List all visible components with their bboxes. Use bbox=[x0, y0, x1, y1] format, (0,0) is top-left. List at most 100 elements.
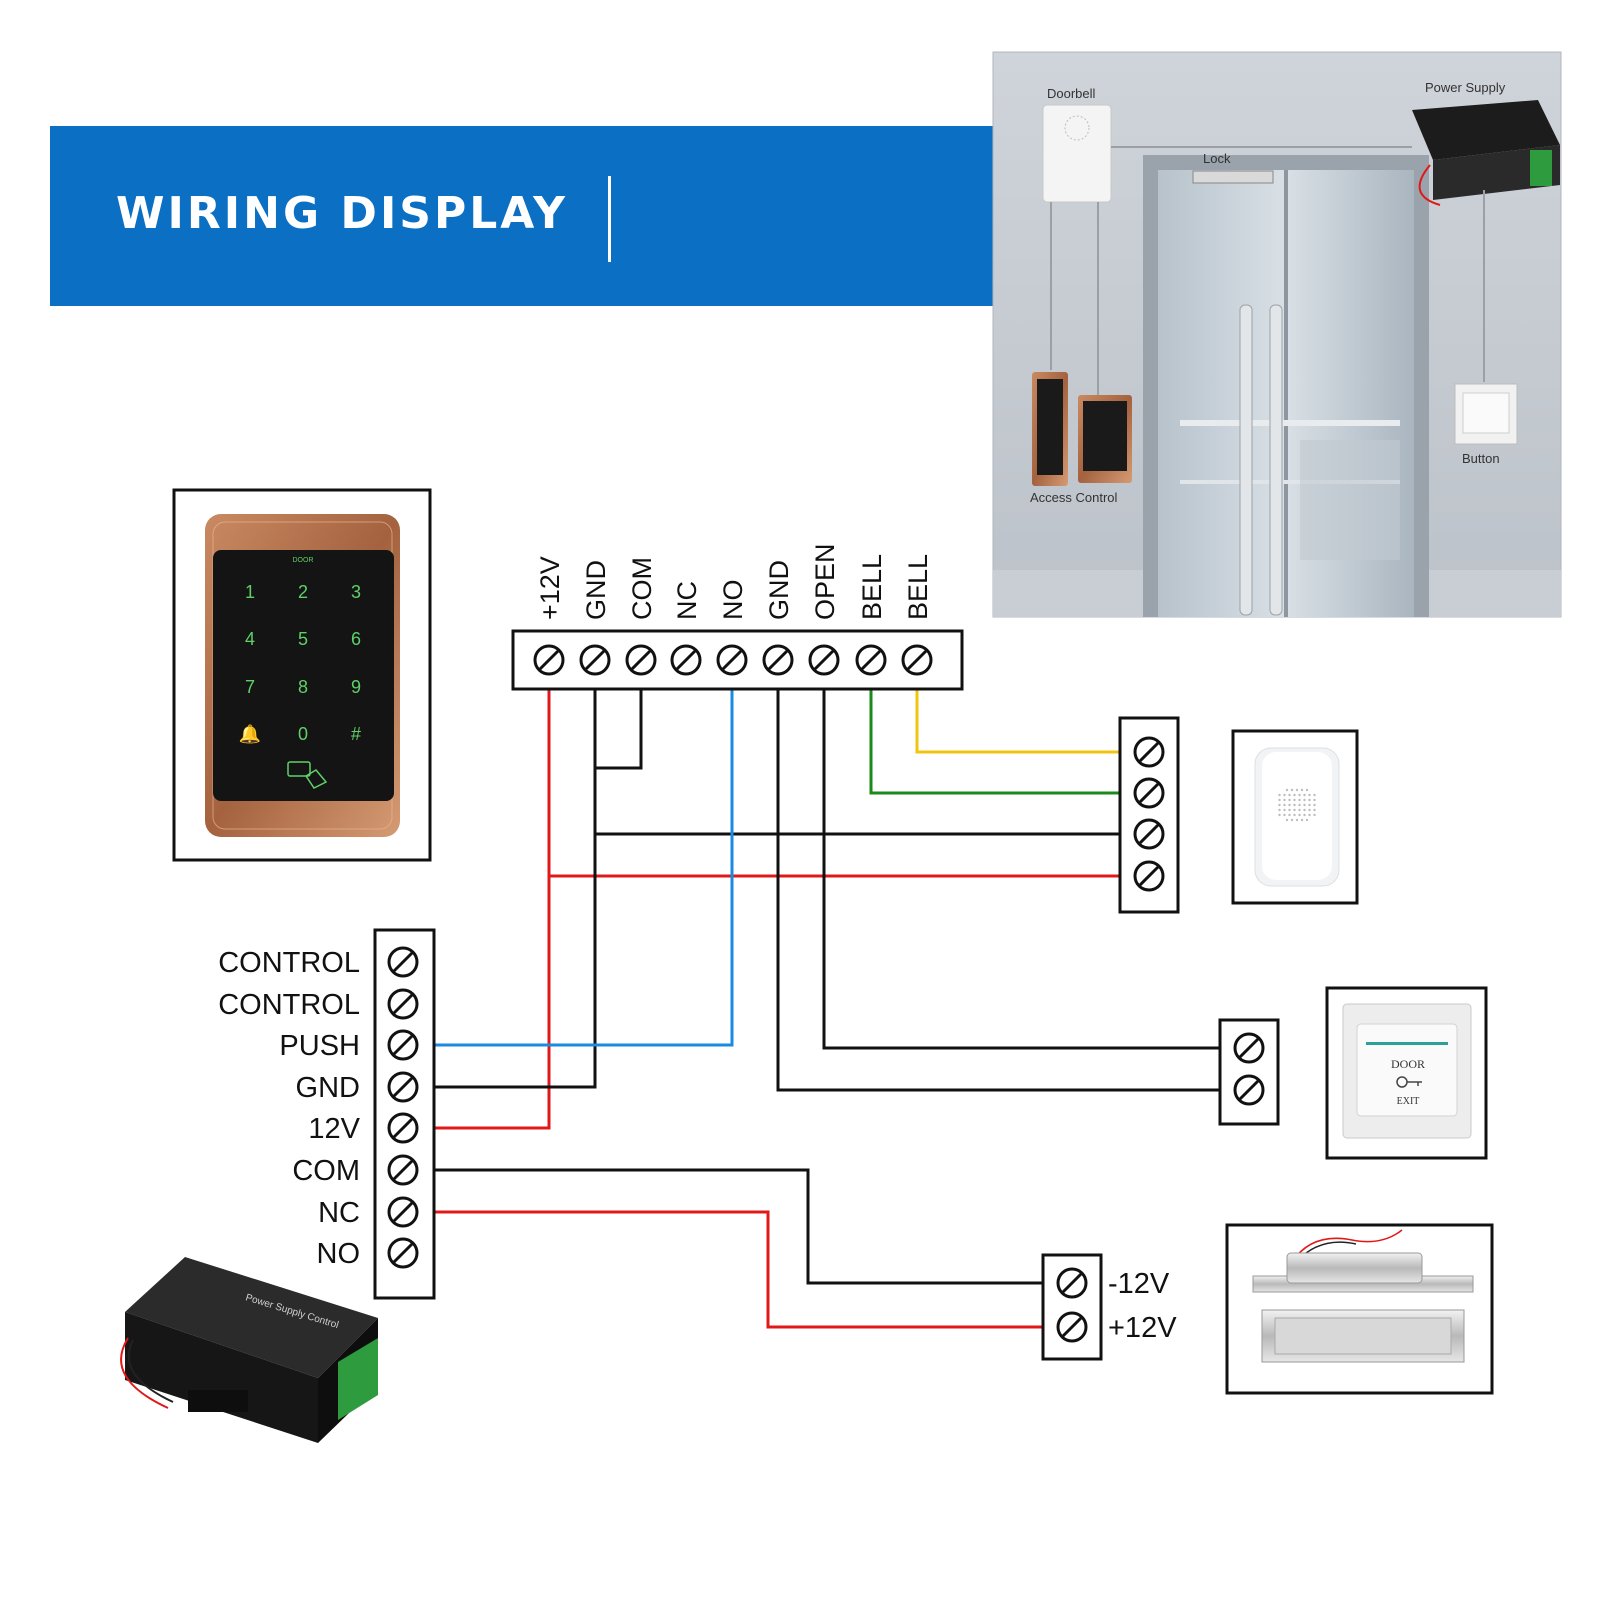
wire-12v-bell bbox=[547, 689, 1120, 878]
wires bbox=[434, 689, 1220, 1329]
top-screw-icon bbox=[579, 644, 611, 676]
lock-screw-icon bbox=[1056, 1311, 1088, 1343]
wire-gnd-power bbox=[434, 689, 597, 1089]
keypad-key: # bbox=[351, 724, 361, 744]
top-screw-icon bbox=[716, 644, 748, 676]
button-photo-label: Button bbox=[1462, 451, 1500, 466]
wire-nc-lock bbox=[434, 1210, 1043, 1329]
top-screw-icon bbox=[670, 644, 702, 676]
speaker-grille-icon bbox=[1278, 788, 1316, 822]
power-screw-icon bbox=[387, 1196, 419, 1228]
wire-com-gnd bbox=[595, 689, 643, 770]
card-reader-icon bbox=[287, 761, 328, 789]
wire-gnd-exit bbox=[776, 689, 1220, 1092]
exit-button-door-text: DOOR bbox=[1391, 1057, 1425, 1071]
power-supply-photo-label: Power Supply bbox=[1425, 80, 1506, 95]
install-photo: Doorbell Power Supply Lock Access Contro… bbox=[992, 51, 1562, 618]
page-title: WIRING DISPLAY bbox=[116, 188, 568, 239]
keypad-key: 9 bbox=[351, 677, 361, 697]
header-banner: WIRING DISPLAY bbox=[50, 126, 1000, 306]
top-terminal-label: GND bbox=[764, 560, 794, 620]
access-control-photo-icon bbox=[1032, 372, 1132, 486]
exit-terminal-block bbox=[1218, 1018, 1280, 1126]
access-control-photo-label: Access Control bbox=[1030, 490, 1118, 505]
lock-terminal-labels: -12V +12V bbox=[1108, 1268, 1177, 1344]
doorbell-terminal-block bbox=[1118, 716, 1180, 914]
power-terminal-label: NO bbox=[317, 1238, 361, 1270]
exit-screw-icon bbox=[1233, 1032, 1265, 1064]
doorbell-screw-icon bbox=[1133, 736, 1165, 768]
top-terminal-labels: +12V GND COM NC NO GND OPEN BELL BELL bbox=[535, 543, 933, 620]
power-screw-icon bbox=[387, 988, 419, 1020]
power-terminal-label: CONTROL bbox=[218, 989, 360, 1021]
lock-photo-label: Lock bbox=[1203, 151, 1231, 166]
top-screw-icon bbox=[901, 644, 933, 676]
exit-button-photo-icon bbox=[1454, 383, 1518, 445]
wire-bell-green bbox=[869, 689, 1120, 795]
top-terminal-label: OPEN bbox=[810, 543, 840, 620]
top-screw-icon bbox=[625, 644, 657, 676]
keypad-key: 4 bbox=[245, 629, 255, 649]
top-screw-icon bbox=[533, 644, 565, 676]
power-screw-icon bbox=[387, 1237, 419, 1269]
top-terminal-block: +12V GND COM NC NO GND OPEN BELL BELL bbox=[511, 543, 964, 691]
top-terminal-label: GND bbox=[581, 560, 611, 620]
doorbell-screw-icon bbox=[1133, 818, 1165, 850]
power-terminal-label: COM bbox=[292, 1155, 360, 1187]
top-screw-icon bbox=[808, 644, 840, 676]
power-terminal-label: CONTROL bbox=[218, 947, 360, 979]
keypad-key: 3 bbox=[351, 582, 361, 602]
lock-screw-icon bbox=[1056, 1267, 1088, 1299]
lock-terminal-label: +12V bbox=[1108, 1312, 1177, 1344]
keypad-key: 🔔 bbox=[239, 724, 261, 744]
exit-screw-icon bbox=[1233, 1074, 1265, 1106]
exit-button-exit-text: EXIT bbox=[1397, 1096, 1420, 1107]
banner-divider bbox=[608, 176, 611, 262]
wire-com-lock bbox=[434, 1168, 1043, 1285]
keypad-key: 5 bbox=[298, 629, 308, 649]
wire-bell-yellow bbox=[915, 689, 1120, 754]
power-supply-image: Power Supply Control bbox=[120, 1257, 378, 1443]
lock-terminal-block: -12V +12V bbox=[1041, 1253, 1177, 1361]
electric-lock-image bbox=[1225, 1223, 1494, 1395]
wire-no-push bbox=[434, 689, 734, 1047]
doorbell-photo-icon bbox=[1042, 104, 1112, 203]
top-terminal-label: NC bbox=[672, 581, 702, 620]
power-terminal-label: PUSH bbox=[279, 1030, 360, 1062]
top-terminal-label: +12V bbox=[535, 556, 565, 620]
doorbell-image bbox=[1231, 729, 1359, 905]
key-icon bbox=[1396, 1076, 1422, 1088]
doorbell-photo-label: Doorbell bbox=[1047, 86, 1096, 101]
power-screw-icon bbox=[387, 1112, 419, 1144]
power-terminal-labels: CONTROL CONTROL PUSH GND 12V COM NC NO bbox=[218, 947, 360, 1270]
power-terminal-label: NC bbox=[318, 1197, 360, 1229]
power-screw-icon bbox=[387, 1154, 419, 1186]
wire-open-exit bbox=[822, 689, 1220, 1050]
power-terminal-label: GND bbox=[296, 1072, 360, 1104]
keypad-key: 6 bbox=[351, 629, 361, 649]
top-terminal-label: COM bbox=[627, 557, 657, 620]
power-screw-icon bbox=[387, 946, 419, 978]
exit-button-image: DOOR EXIT bbox=[1325, 986, 1488, 1160]
power-screw-icon bbox=[387, 1071, 419, 1103]
top-terminal-label: NO bbox=[718, 580, 748, 621]
keypad-key: 0 bbox=[298, 724, 308, 744]
top-screw-icon bbox=[762, 644, 794, 676]
keypad-key: 1 bbox=[245, 582, 255, 602]
power-terminal-block: CONTROL CONTROL PUSH GND 12V COM NC NO bbox=[218, 928, 436, 1300]
top-terminal-label: BELL bbox=[857, 554, 887, 620]
top-screw-icon bbox=[855, 644, 887, 676]
power-terminal-label: 12V bbox=[308, 1113, 360, 1145]
power-screw-icon bbox=[387, 1029, 419, 1061]
wire-12v-power bbox=[434, 876, 551, 1130]
doorbell-screw-icon bbox=[1133, 860, 1165, 892]
keypad-key: 7 bbox=[245, 677, 255, 697]
top-terminal-label: BELL bbox=[903, 554, 933, 620]
keypad-brand: DOOR bbox=[293, 557, 314, 564]
power-supply-photo-icon bbox=[1412, 100, 1560, 206]
doorbell-screw-icon bbox=[1133, 777, 1165, 809]
lock-terminal-label: -12V bbox=[1108, 1268, 1170, 1300]
